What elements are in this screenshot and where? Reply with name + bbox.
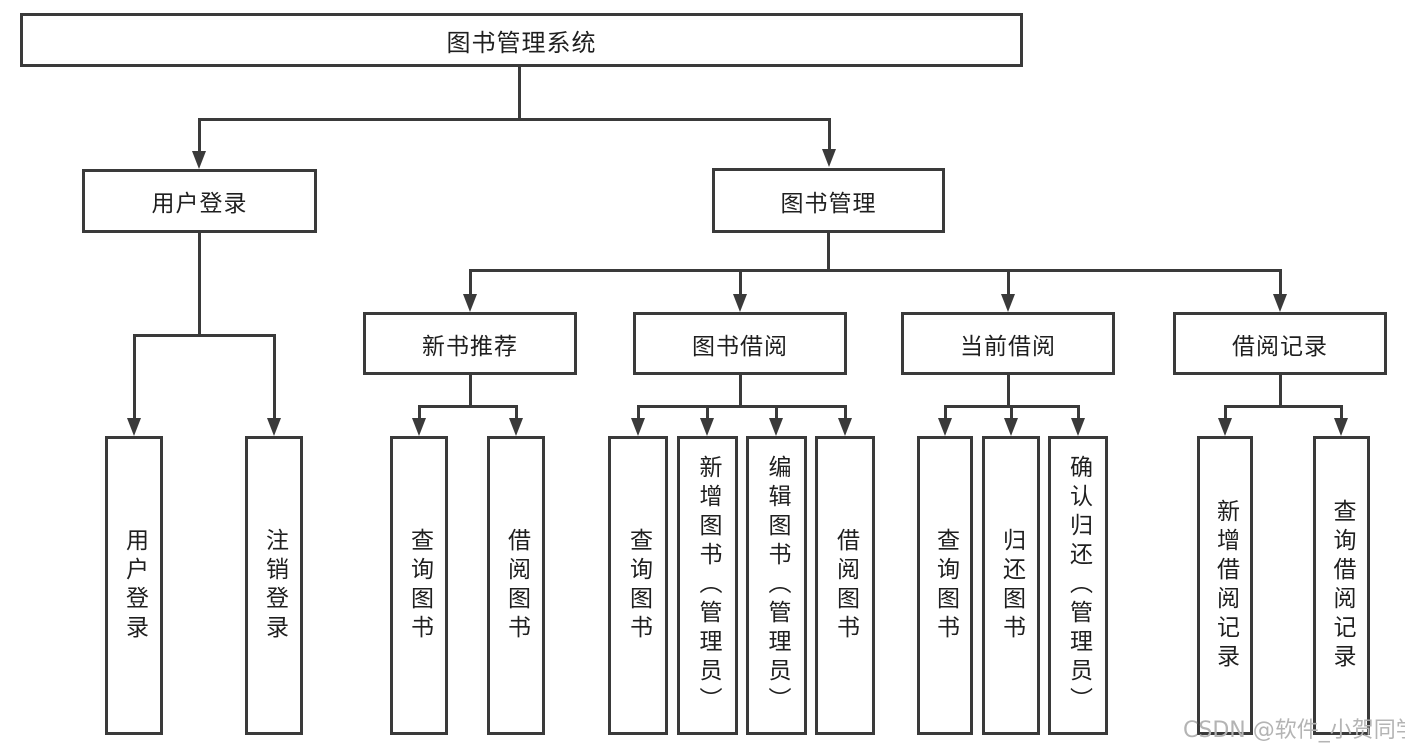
arrowhead-icon — [412, 418, 426, 436]
leaf-label: 注销登录 — [261, 527, 288, 644]
node-label: 当前借阅 — [960, 333, 1056, 360]
node-label: 图书借阅 — [692, 333, 788, 360]
arrowhead-icon — [1273, 294, 1287, 312]
arrowhead-icon — [267, 418, 281, 436]
connector-drop — [1224, 405, 1227, 421]
connector-drop — [637, 405, 640, 421]
arrowhead-icon — [1334, 418, 1348, 436]
connector-drop — [273, 334, 276, 420]
csdn-watermark: CSDN @软件_小贺同学 — [1183, 718, 1405, 743]
node-label: 借阅记录 — [1232, 333, 1328, 360]
connector-rail — [133, 334, 276, 337]
leaf-borrow-book: 借阅图书 — [487, 436, 545, 735]
connector-stub — [1007, 374, 1010, 407]
arrowhead-icon — [1004, 418, 1018, 436]
arrowhead-icon — [838, 418, 852, 436]
leaf-user-login: 用户登录 — [105, 436, 163, 735]
node-current-borrowing: 当前借阅 — [901, 312, 1115, 375]
connector-stub — [739, 374, 742, 407]
arrowhead-icon — [127, 418, 141, 436]
connector-drop — [1077, 405, 1080, 421]
leaf-label: 查询借阅记录 — [1329, 498, 1355, 673]
connector-drop — [469, 269, 472, 297]
node-label: 新书推荐 — [422, 333, 518, 360]
connector-drop — [198, 118, 201, 153]
connector-rail — [637, 405, 847, 408]
leaf-label: 新增图书（管理员） — [695, 455, 721, 716]
node-book-management-module: 图书管理 — [712, 168, 945, 233]
connector-stub — [1279, 374, 1282, 407]
leaf-label: 借阅图书 — [503, 527, 530, 644]
connector-drop — [515, 405, 518, 421]
connector-root-stub — [518, 66, 521, 120]
node-root-label: 图书管理系统 — [446, 28, 597, 57]
leaf-label: 查询图书 — [406, 527, 433, 644]
arrowhead-icon — [192, 151, 206, 169]
node-book-borrowing: 图书借阅 — [633, 312, 847, 375]
leaf-label: 查询图书 — [932, 527, 959, 644]
leaf-confirm-return-admin: 确认归还（管理员） — [1048, 436, 1108, 735]
connector-drop — [775, 405, 778, 421]
leaf-query-borrow-record: 查询借阅记录 — [1313, 436, 1370, 735]
connector-level2-rail — [198, 118, 831, 121]
leaf-label: 确认归还（管理员） — [1065, 455, 1092, 716]
connector-drop — [418, 405, 421, 421]
connector-level3-rail — [469, 269, 1282, 272]
leaf-add-borrow-record: 新增借阅记录 — [1197, 436, 1253, 735]
leaf-label: 用户登录 — [121, 527, 148, 644]
arrowhead-icon — [509, 418, 523, 436]
arrowhead-icon — [631, 418, 645, 436]
leaf-edit-book-admin: 编辑图书（管理员） — [746, 436, 807, 735]
leaf-query-book: 查询图书 — [608, 436, 668, 735]
arrowhead-icon — [769, 418, 783, 436]
connector-drop — [706, 405, 709, 421]
leaf-label: 查询图书 — [625, 527, 652, 644]
arrowhead-icon — [700, 418, 714, 436]
leaf-return-book: 归还图书 — [982, 436, 1040, 735]
connector-rail — [418, 405, 518, 408]
node-root-system: 图书管理系统 — [20, 13, 1023, 67]
node-borrowing-records: 借阅记录 — [1173, 312, 1387, 375]
connector-drop — [739, 269, 742, 297]
arrowhead-icon — [733, 294, 747, 312]
arrowhead-icon — [938, 418, 952, 436]
connector-drop — [1279, 269, 1282, 297]
connector-drop — [944, 405, 947, 421]
leaf-query-book: 查询图书 — [917, 436, 973, 735]
arrowhead-icon — [822, 149, 836, 167]
leaf-query-book: 查询图书 — [390, 436, 448, 735]
leaf-add-book-admin: 新增图书（管理员） — [677, 436, 738, 735]
arrowhead-icon — [1001, 294, 1015, 312]
arrowhead-icon — [1218, 418, 1232, 436]
node-label: 用户登录 — [151, 191, 248, 217]
connector-drop — [828, 118, 831, 152]
leaf-label: 新增借阅记录 — [1212, 498, 1239, 673]
connector-rail — [1224, 405, 1343, 408]
leaf-label: 借阅图书 — [832, 527, 859, 644]
connector-drop — [1340, 405, 1343, 421]
leaf-borrow-book: 借阅图书 — [815, 436, 875, 735]
leaf-label: 归还图书 — [998, 527, 1025, 644]
connector-stub — [198, 232, 201, 336]
leaf-logout: 注销登录 — [245, 436, 303, 735]
node-user-login-module: 用户登录 — [82, 169, 317, 233]
node-new-book-recommend: 新书推荐 — [363, 312, 577, 375]
connector-drop — [844, 405, 847, 421]
arrowhead-icon — [1071, 418, 1085, 436]
connector-drop — [1010, 405, 1013, 421]
connector-drop — [1007, 269, 1010, 297]
arrowhead-icon — [463, 294, 477, 312]
node-label: 图书管理 — [780, 190, 877, 217]
leaf-label: 编辑图书（管理员） — [764, 455, 790, 716]
connector-stub — [469, 374, 472, 407]
connector-stub — [827, 231, 830, 271]
connector-drop — [133, 334, 136, 420]
